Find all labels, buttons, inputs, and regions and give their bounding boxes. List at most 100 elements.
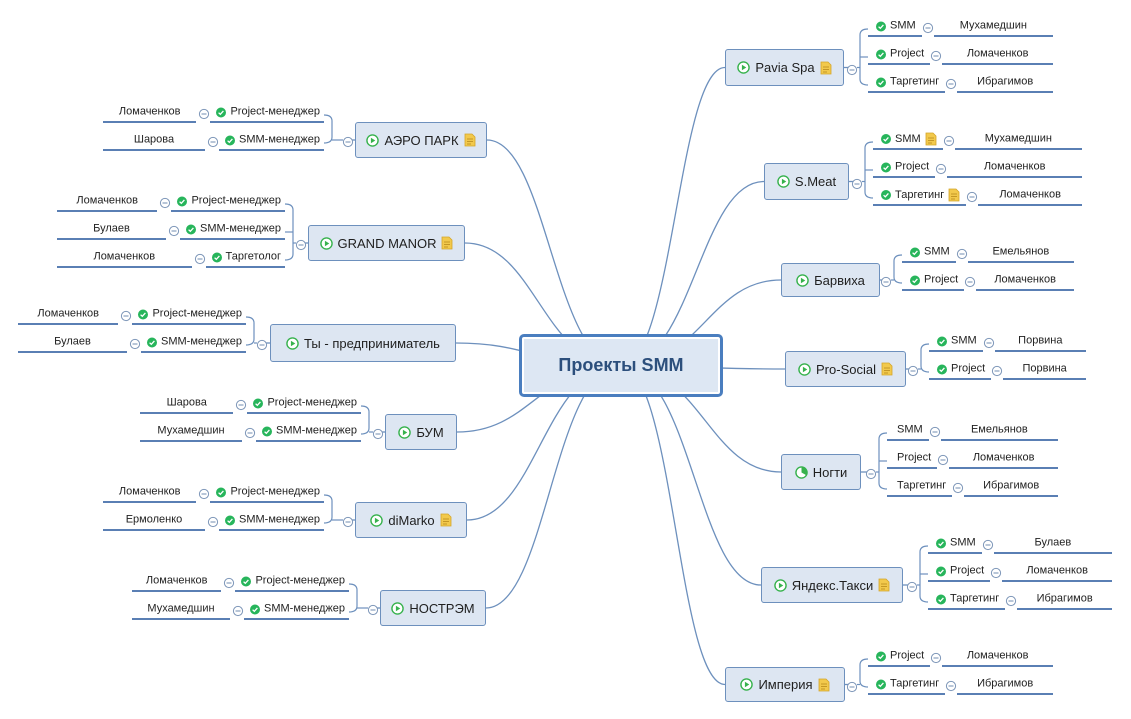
collapse-toggle[interactable] (982, 538, 993, 551)
collapse-toggle[interactable] (846, 62, 858, 75)
topic-node[interactable]: Ты - предприниматель (270, 324, 456, 362)
subtopic-underline (929, 378, 992, 380)
connector-line (323, 114, 333, 144)
person-label: Ибрагимов (983, 479, 1040, 492)
collapse-toggle[interactable] (199, 487, 210, 500)
topic-node[interactable]: Ногти (781, 454, 861, 490)
note-icon (464, 133, 475, 147)
play-icon (773, 578, 787, 592)
collapse-toggle[interactable] (168, 224, 180, 237)
collapse-toggle[interactable] (946, 679, 957, 692)
topic-node[interactable]: НОСТРЭМ (380, 590, 486, 626)
collapse-toggle[interactable] (983, 336, 994, 349)
person-label: Ломаченков (999, 188, 1061, 201)
play-icon (798, 362, 811, 376)
subtopic-person: Ломаченков (947, 161, 1082, 174)
subtopic-role: SMM-менеджер (250, 603, 345, 616)
subtopic-underline (902, 289, 965, 291)
check-icon (216, 107, 227, 117)
subtopic-person: Ибрагимов (964, 480, 1058, 493)
subtopic-underline (978, 204, 1082, 206)
subtopic-role-label: SMM-менеджер (161, 335, 242, 348)
collapse-toggle[interactable] (121, 309, 132, 322)
collapse-toggle[interactable] (224, 576, 235, 589)
topic-node[interactable]: Яндекс.Такси (761, 567, 903, 603)
collapse-toggle[interactable] (992, 364, 1003, 377)
collapse-toggle[interactable] (1006, 594, 1017, 607)
connector-line (485, 365, 622, 609)
check-icon (138, 309, 149, 319)
topic-node[interactable]: diMarko (355, 502, 467, 538)
collapse-toggle[interactable] (929, 425, 940, 438)
subtopic-role: Project (910, 274, 958, 287)
collapse-toggle[interactable] (967, 190, 978, 203)
collapse-toggle[interactable] (938, 453, 949, 466)
collapse-toggle[interactable] (956, 247, 967, 260)
collapse-toggle[interactable] (865, 467, 877, 480)
subtopic-person: Булаев (994, 537, 1112, 550)
subtopic-role-label: Project (890, 47, 925, 60)
topic-node[interactable]: АЭРО ПАРК (355, 122, 487, 158)
central-topic[interactable]: Проекты SMM (519, 334, 723, 397)
topic-node[interactable]: Империя (725, 667, 845, 702)
collapse-toggle[interactable] (207, 515, 219, 528)
collapse-toggle[interactable] (199, 107, 210, 120)
collapse-toggle[interactable] (922, 21, 933, 34)
collapse-toggle[interactable] (880, 275, 892, 288)
topic-node[interactable]: Барвиха (781, 263, 880, 297)
topic-node[interactable]: Pavia Spa (725, 49, 844, 86)
topic-node[interactable]: Pro-Social (785, 351, 906, 387)
collapse-toggle[interactable] (236, 398, 247, 411)
subtopic-underline (993, 552, 1112, 554)
collapse-toggle[interactable] (342, 135, 354, 148)
collapse-toggle[interactable] (931, 49, 942, 62)
subtopic-underline (18, 351, 128, 353)
subtopic-person: Ломаченков (103, 486, 196, 499)
subtopic-underline (141, 351, 246, 353)
collapse-toggle[interactable] (991, 566, 1002, 579)
collapse-toggle[interactable] (846, 679, 858, 692)
collapse-toggle[interactable] (931, 651, 942, 664)
collapse-toggle[interactable] (965, 275, 976, 288)
topic-node[interactable]: БУМ (385, 414, 457, 450)
subtopic-role: SMM-менеджер (147, 336, 242, 349)
check-icon (876, 651, 886, 661)
subtopic-underline (928, 552, 982, 554)
collapse-toggle[interactable] (256, 338, 268, 351)
collapse-toggle[interactable] (953, 481, 964, 494)
play-icon (286, 336, 299, 350)
topic-node[interactable]: S.Meat (764, 163, 849, 200)
collapse-toggle[interactable] (936, 162, 947, 175)
collapse-toggle[interactable] (907, 364, 919, 377)
collapse-toggle[interactable] (244, 426, 256, 439)
collapse-toggle[interactable] (946, 77, 957, 90)
collapse-toggle[interactable] (295, 238, 307, 251)
collapse-toggle[interactable] (367, 603, 379, 616)
subtopic-role-label: SMM (895, 132, 921, 145)
check-icon (216, 487, 227, 497)
topic-label: diMarko (388, 512, 435, 528)
subtopic-role: SMM-менеджер (225, 134, 320, 147)
collapse-toggle[interactable] (232, 604, 244, 617)
collapse-toggle[interactable] (129, 337, 141, 350)
collapse-toggle[interactable] (194, 252, 205, 265)
person-label: Ломаченков (983, 160, 1046, 173)
subtopic-role: SMM-менеджер (225, 514, 320, 527)
collapse-toggle[interactable] (342, 515, 354, 528)
topic-label: БУМ (416, 424, 444, 440)
subtopic-underline (940, 439, 1058, 441)
collapse-toggle[interactable] (160, 196, 171, 209)
collapse-toggle[interactable] (372, 427, 384, 440)
person-label: Порвина (1018, 334, 1063, 347)
note-icon (820, 61, 832, 74)
collapse-toggle[interactable] (851, 176, 863, 189)
collapse-toggle[interactable] (207, 135, 219, 148)
topic-node[interactable]: GRAND MANOR (308, 225, 465, 261)
collapse-toggle[interactable] (943, 134, 954, 147)
collapse-toggle[interactable] (906, 580, 918, 593)
person-label: Мухамедшин (157, 424, 225, 437)
check-icon (225, 515, 236, 525)
subtopic-role-label: Project (924, 273, 959, 286)
check-icon (876, 77, 886, 87)
subtopic-person: Ломаченков (18, 308, 118, 321)
